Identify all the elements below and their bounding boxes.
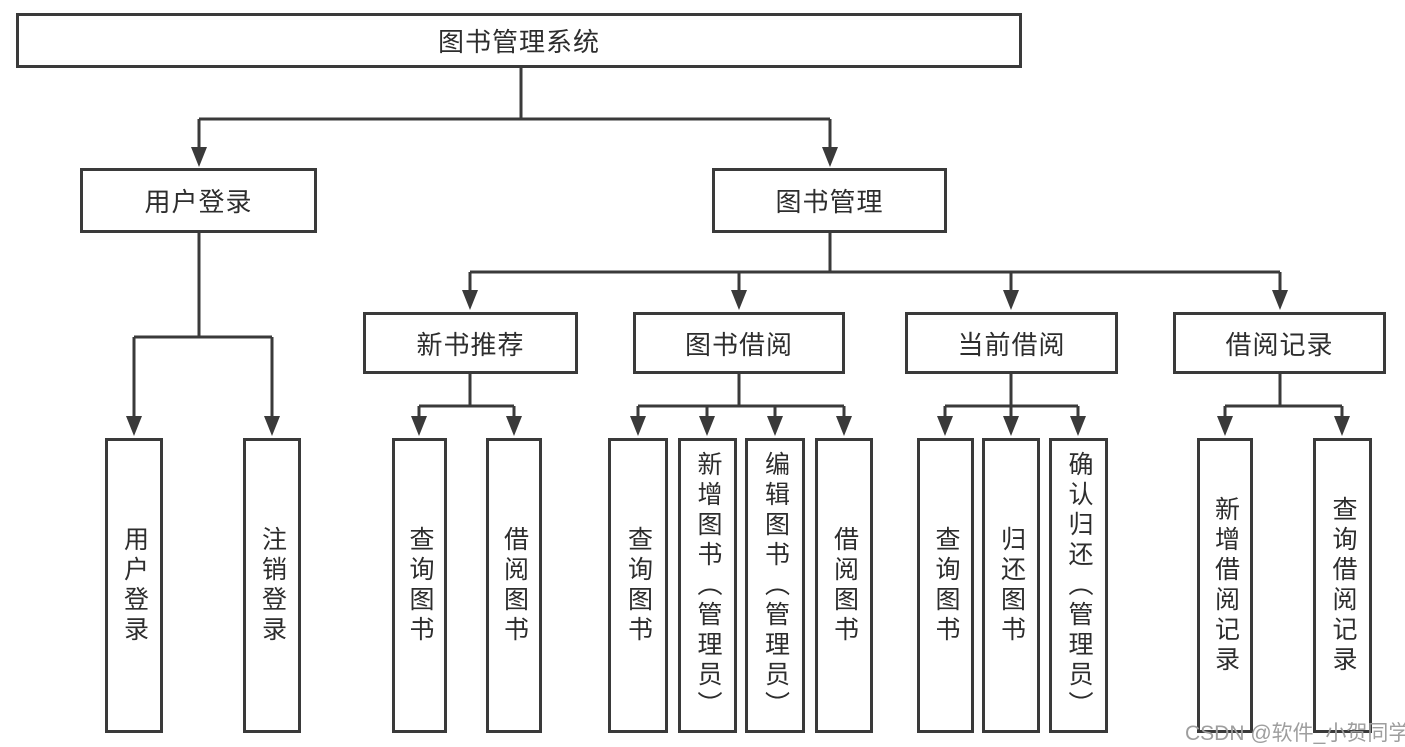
node-bb-query-books: 查询图书 [608, 438, 668, 733]
node-user-login: 用户登录 [80, 168, 317, 233]
node-label: 查询图书 [624, 525, 653, 646]
node-book-management: 图书管理 [712, 168, 947, 233]
node-label: 编辑图书（管理员） [761, 450, 790, 721]
node-br-query-record: 查询借阅记录 [1313, 438, 1372, 733]
node-root: 图书管理系统 [16, 13, 1022, 68]
node-label: 用户登录 [120, 525, 149, 646]
node-label: 借阅图书 [500, 525, 529, 646]
node-label: 新增图书（管理员） [694, 450, 722, 721]
node-cb-query-books: 查询图书 [917, 438, 974, 733]
node-label: 归还图书 [997, 525, 1026, 646]
node-book-borrowing: 图书借阅 [633, 312, 845, 374]
node-label: 查询图书 [406, 525, 434, 646]
node-borrowing-records: 借阅记录 [1173, 312, 1386, 374]
node-bb-add-books-admin: 新增图书（管理员） [678, 438, 737, 733]
node-cb-return-books: 归还图书 [982, 438, 1040, 733]
node-cb-confirm-return-admin: 确认归还（管理员） [1049, 438, 1108, 733]
node-logout: 注销登录 [243, 438, 301, 733]
watermark: CSDN @软件_小贺同学 [1185, 722, 1405, 745]
node-label: 新增借阅记录 [1211, 495, 1240, 676]
node-nb-borrow-books: 借阅图书 [486, 438, 542, 733]
node-label: 注销登录 [258, 525, 287, 646]
node-br-add-record: 新增借阅记录 [1197, 438, 1253, 733]
node-nb-query-books: 查询图书 [392, 438, 447, 733]
node-new-book-recommendation: 新书推荐 [363, 312, 578, 374]
node-label: 确认归还（管理员） [1065, 450, 1093, 721]
node-label: 查询图书 [932, 525, 960, 646]
node-label: 查询借阅记录 [1329, 495, 1357, 676]
node-bb-edit-books-admin: 编辑图书（管理员） [745, 438, 805, 733]
node-user-login-leaf: 用户登录 [105, 438, 163, 733]
node-label: 借阅图书 [830, 525, 859, 646]
node-bb-borrow-books: 借阅图书 [815, 438, 873, 733]
node-current-borrowing: 当前借阅 [905, 312, 1118, 374]
